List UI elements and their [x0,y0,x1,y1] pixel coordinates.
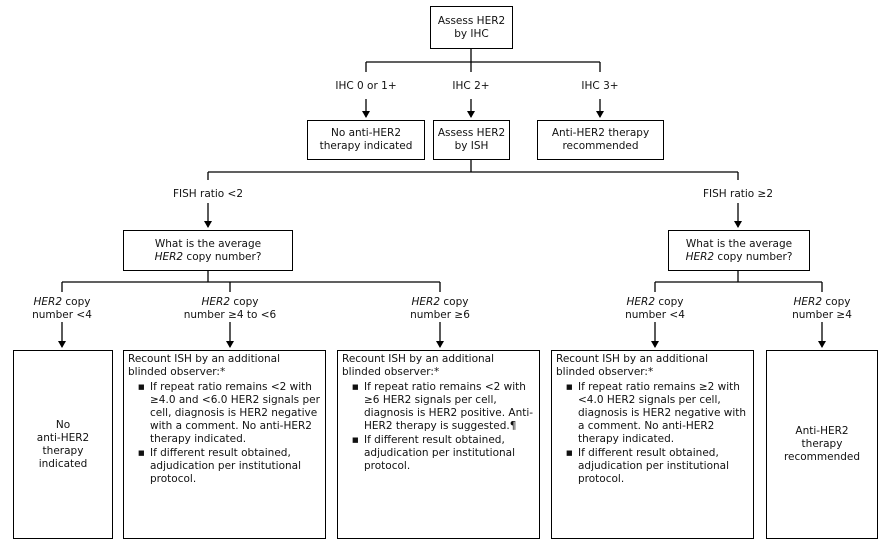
no-therapy-final-node: No anti-HER2 therapy indicated [13,350,113,539]
assess-her2-ihc-node: Assess HER2 by IHC [430,6,513,49]
recount-bullet-list: If repeat ratio remains <2 with ≥6 HER2 … [342,381,535,473]
recount-heading: Recount ISH by an additional blinded obs… [342,353,495,378]
therapy-recommended-ihc-node: Anti-HER2 therapy recommended [537,120,664,160]
avg-copy-right-suffix: copy number? [714,250,793,263]
copy-lt4-right-gene: HER2 [626,296,656,308]
no-therapy-ihc-node: No anti-HER2 therapy indicated [307,120,425,160]
recount-bullet: If different result obtained, adjudicati… [138,447,321,486]
avg-copy-left-gene: HER2 [154,250,184,263]
avg-copy-number-right-node: What is the average HER2 copy number? [668,230,810,271]
recount-box-copy-ge6: Recount ISH by an additional blinded obs… [337,350,540,539]
recount-bullet: If different result obtained, adjudicati… [566,447,749,486]
branch-label-copy-lt4-left: HER2 copy number <4 [12,296,112,322]
assess-her2-ish-node: Assess HER2 by ISH [433,120,510,160]
copy-4-6-line2: number ≥4 to <6 [183,309,277,321]
recount-box-copy-4-to-6: Recount ISH by an additional blinded obs… [123,350,326,539]
copy-lt4-right-line2: number <4 [625,309,685,321]
branch-label-ihc-3: IHC 3+ [581,80,619,92]
branch-label-ihc-0-1: IHC 0 or 1+ [335,80,397,92]
avg-copy-left-line2: HER2 copy number? [155,251,262,264]
copy-ge4-right-gene: HER2 [793,296,823,308]
branch-label-ihc-2: IHC 2+ [452,80,490,92]
avg-copy-right-line1: What is the average [685,237,793,250]
therapy-recommended-final-node: Anti-HER2 therapy recommended [766,350,878,539]
branch-label-fish-ge2: FISH ratio ≥2 [702,188,774,200]
recount-bullet: If repeat ratio remains ≥2 with <4.0 HER… [566,381,749,446]
recount-bullet-list: If repeat ratio remains <2 with ≥4.0 and… [128,381,321,486]
copy-lt4-right-rest: copy [655,296,684,308]
copy-ge6-line2: number ≥6 [410,309,470,321]
recount-bullet: If repeat ratio remains <2 with ≥4.0 and… [138,381,321,446]
branch-label-copy-ge4-right: HER2 copy number ≥4 [772,296,872,322]
recount-heading: Recount ISH by an additional blinded obs… [556,353,709,378]
copy-ge4-right-rest: copy [822,296,851,308]
avg-copy-left-line1: What is the average [154,237,262,250]
recount-bullet-list: If repeat ratio remains ≥2 with <4.0 HER… [556,381,749,486]
copy-lt4-left-rest: copy [62,296,91,308]
copy-4-6-rest: copy [230,296,259,308]
branch-label-copy-ge6: HER2 copy number ≥6 [390,296,490,322]
recount-bullet: If different result obtained, adjudicati… [352,434,535,473]
branch-label-copy-lt4-right: HER2 copy number <4 [605,296,705,322]
copy-4-6-gene: HER2 [201,296,231,308]
recount-box-copy-lt4-right: Recount ISH by an additional blinded obs… [551,350,754,539]
avg-copy-left-suffix: copy number? [183,250,262,263]
recount-heading: Recount ISH by an additional blinded obs… [128,353,281,378]
copy-ge6-rest: copy [440,296,469,308]
avg-copy-number-left-node: What is the average HER2 copy number? [123,230,293,271]
copy-lt4-left-gene: HER2 [33,296,63,308]
recount-bullet: If repeat ratio remains <2 with ≥6 HER2 … [352,381,535,433]
copy-ge6-gene: HER2 [411,296,441,308]
avg-copy-right-gene: HER2 [685,250,715,263]
branch-label-copy-4-to-6: HER2 copy number ≥4 to <6 [170,296,290,322]
copy-ge4-right-line2: number ≥4 [792,309,852,321]
avg-copy-right-line2: HER2 copy number? [686,251,793,264]
branch-label-fish-lt2: FISH ratio <2 [172,188,244,200]
copy-lt4-left-line2: number <4 [32,309,92,321]
